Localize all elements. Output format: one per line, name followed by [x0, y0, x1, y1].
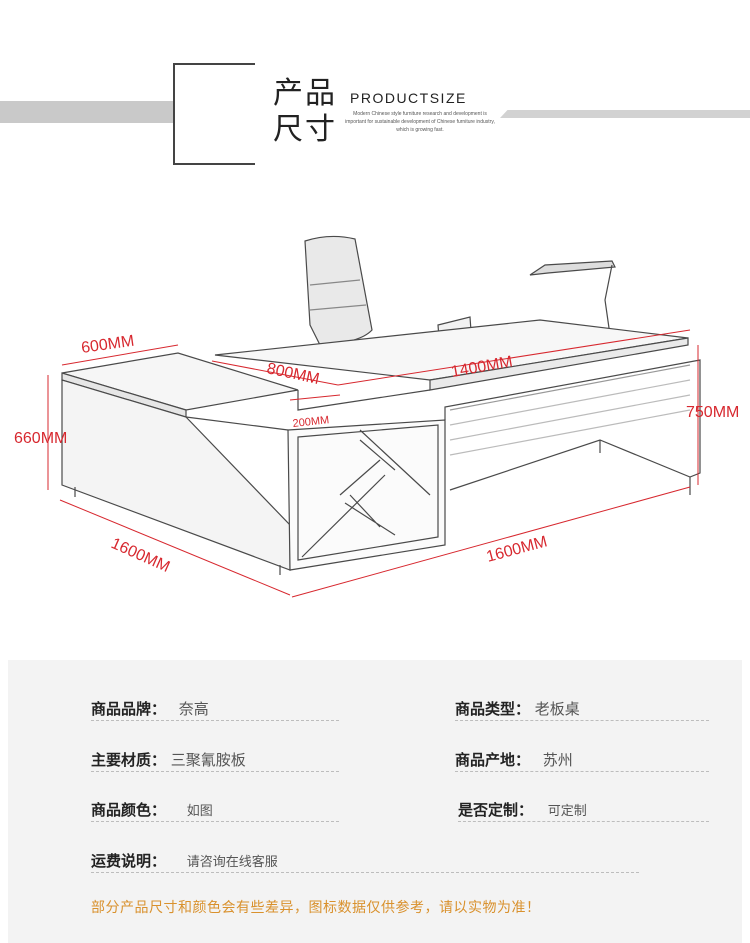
spec-material-label: 主要材质：	[91, 751, 167, 769]
spec-origin: 商品产地： 苏州	[455, 749, 573, 770]
spec-brand-label: 商品品牌：	[91, 700, 167, 718]
spec-origin-underline	[455, 771, 709, 772]
spec-color: 商品颜色： 如图	[91, 799, 213, 820]
spec-custom-value: 可定制	[547, 804, 587, 819]
spec-material-value: 三聚氰胺板	[170, 751, 246, 769]
spec-type-label: 商品类型：	[455, 700, 531, 718]
section-header: 产品 尺寸 PRODUCTSIZE Modern Chinese style f…	[0, 0, 750, 180]
dim-side-length: 1600MM	[108, 535, 172, 576]
spec-type-value: 老板桌	[534, 700, 580, 718]
spec-brand-value: 奈高	[178, 700, 209, 718]
desk-dimension-drawing: 600MM 800MM 1400MM 750MM 660MM 200MM 160…	[0, 225, 750, 615]
spec-type: 商品类型： 老板桌	[455, 698, 580, 719]
dimension-lines	[47, 329, 699, 598]
desk-illustration: 600MM 800MM 1400MM 750MM 660MM 200MM 160…	[14, 235, 739, 598]
dim-front-length: 1600MM	[485, 533, 550, 566]
spec-shipping: 运费说明： 请咨询在线客服	[91, 850, 278, 871]
spec-custom-underline	[458, 821, 709, 822]
desk-sketch	[61, 235, 701, 575]
title-english: PRODUCTSIZE	[350, 90, 467, 106]
spec-origin-value: 苏州	[542, 751, 573, 769]
spec-brand: 商品品牌： 奈高	[91, 698, 209, 719]
spec-origin-label: 商品产地：	[455, 751, 531, 769]
spec-type-underline	[455, 720, 709, 721]
disclaimer-note: 部分产品尺寸和颜色会有些差异，图标数据仅供参考，请以实物为准！	[91, 900, 541, 916]
spec-panel: 商品品牌： 奈高 商品类型： 老板桌 主要材质： 三聚氰胺板 商品产地： 苏州 …	[8, 660, 742, 943]
title-english-sub: Modern Chinese style furniture research …	[345, 111, 495, 133]
spec-brand-underline	[91, 720, 339, 721]
title-frame	[173, 63, 255, 165]
dim-height-right: 750MM	[686, 404, 739, 421]
spec-material: 主要材质： 三聚氰胺板	[91, 749, 246, 770]
spec-shipping-label: 运费说明：	[91, 852, 167, 870]
spec-color-label: 商品颜色：	[91, 801, 167, 819]
spec-custom: 是否定制： 可定制	[458, 799, 587, 820]
spec-material-underline	[91, 771, 339, 772]
spec-custom-label: 是否定制：	[458, 801, 534, 819]
title-line-1: 产品	[273, 76, 337, 111]
dim-cabinet-depth: 200MM	[292, 414, 330, 430]
title-chinese: 产品 尺寸	[273, 76, 337, 148]
spec-color-value: 如图	[186, 804, 213, 819]
spec-color-underline	[91, 821, 339, 822]
dim-height-left: 660MM	[14, 430, 67, 447]
header-bar-right	[500, 110, 750, 118]
title-line-2: 尺寸	[273, 112, 337, 147]
spec-shipping-underline	[91, 872, 639, 873]
spec-shipping-value: 请咨询在线客服	[186, 855, 278, 870]
